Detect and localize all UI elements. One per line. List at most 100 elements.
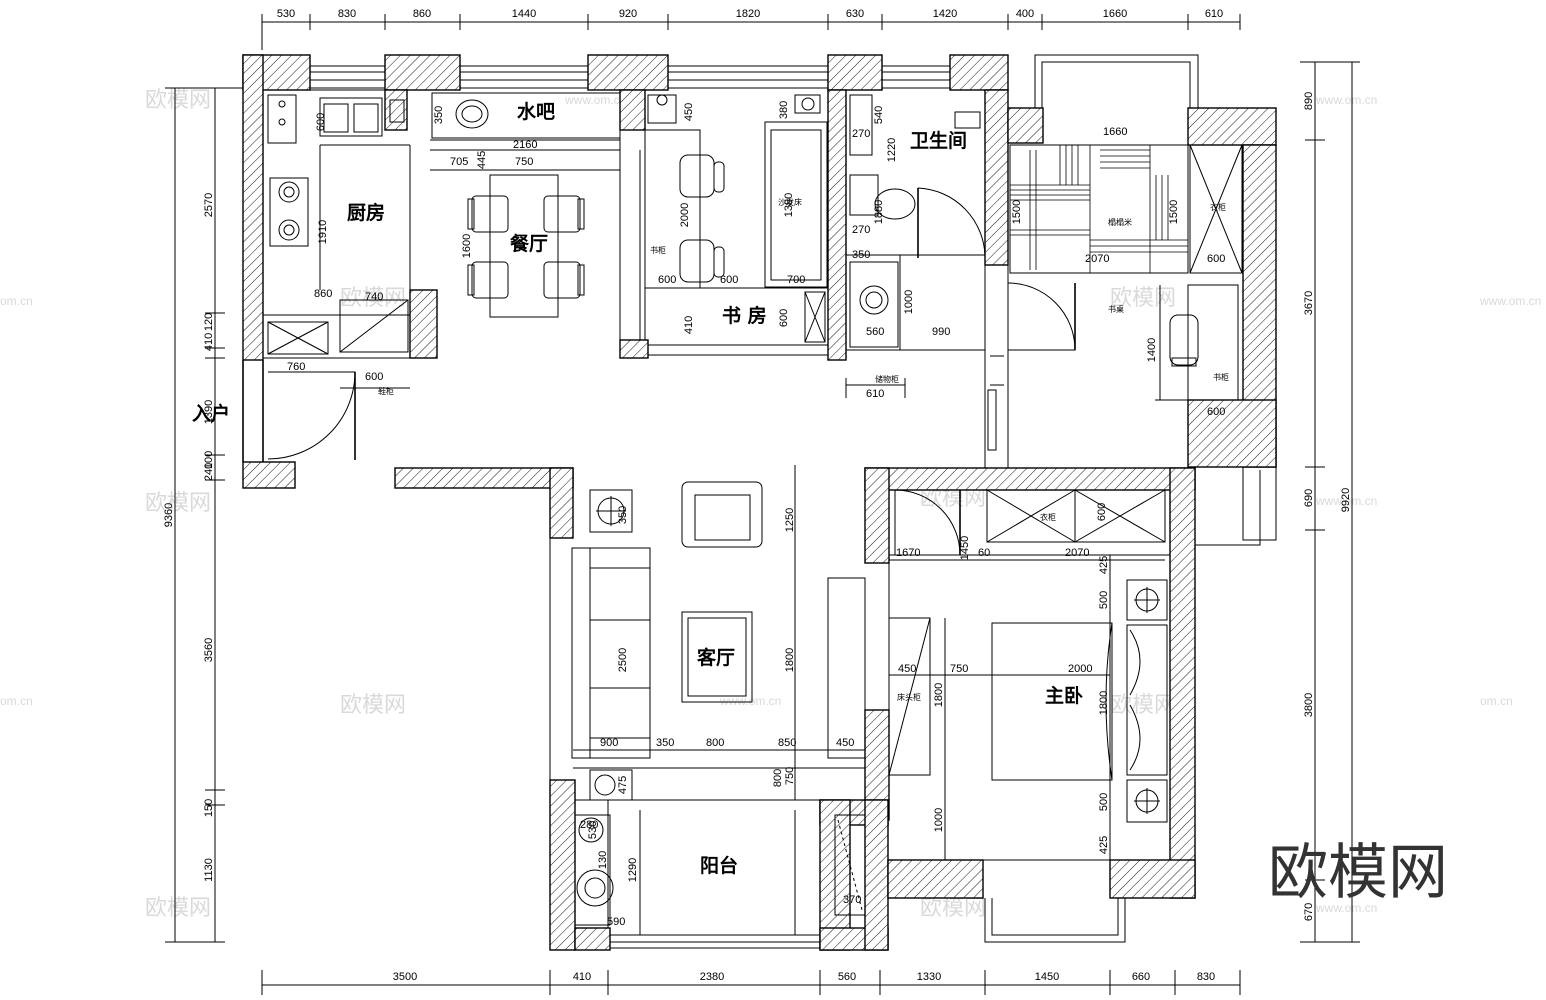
dim-label: 540 — [873, 106, 885, 124]
chair-icon — [467, 261, 509, 299]
dim-label: 500 — [1098, 591, 1110, 609]
dim-label: 2160 — [513, 139, 537, 151]
dim-label: 1380 — [783, 193, 795, 217]
dim-label: 9360 — [163, 503, 175, 527]
dim-label: 2000 — [1068, 663, 1092, 675]
dim-label: 670 — [1303, 903, 1315, 921]
tatami-door-swing — [1007, 282, 1076, 351]
dim-label: 1440 — [512, 8, 536, 20]
dim-label: 9920 — [1340, 488, 1352, 512]
dim-label: 2070 — [1065, 547, 1089, 559]
dim-label: 530 — [587, 821, 599, 839]
label-sofa-bed: 沙发床 — [778, 197, 802, 207]
dim-label: 750 — [950, 663, 968, 675]
dim-label: 690 — [1303, 489, 1315, 507]
chair-icon — [467, 195, 509, 233]
dim-label: 700 — [787, 274, 805, 286]
shoe-cabinet-icon — [267, 321, 329, 355]
label-study-desk: 书桌 — [1108, 304, 1124, 314]
balcony-label: 阳台 — [700, 854, 738, 877]
dim-label: 410 — [203, 333, 215, 351]
nightstand — [1126, 779, 1168, 823]
watermark-url: om.cn — [0, 294, 33, 308]
top-dimension-line: 530 830 860 1440 920 1820 630 1420 400 1… — [261, 8, 1241, 50]
bedroom-door-swing — [894, 489, 961, 556]
watermark-text: 欧模网 — [145, 491, 211, 516]
dim-label: 3670 — [1303, 291, 1315, 315]
water-bar-label: 水吧 — [517, 101, 555, 123]
chair-icon — [679, 154, 725, 198]
dining-table — [489, 174, 559, 318]
dim-label: 1820 — [736, 8, 760, 20]
dim-label: 600 — [365, 371, 383, 383]
watermark-text: 欧模网 — [145, 896, 211, 921]
washer-rack — [574, 814, 611, 926]
dim-label: 350 — [617, 506, 629, 524]
dim-label: 425 — [1098, 836, 1110, 854]
watermark-layer: 欧模网 www.om.cn www.om.cn om.cn 欧模网 欧模网 ww… — [0, 88, 1541, 921]
basin-icon — [455, 99, 489, 129]
dim-label: 450 — [898, 663, 916, 675]
label-wardrobe: 衣柜 — [1040, 512, 1056, 522]
entry-door-swing — [267, 371, 356, 460]
dim-label: 450 — [683, 103, 695, 121]
dim-label: 610 — [866, 388, 884, 400]
desk — [644, 129, 701, 289]
toilet-tank — [849, 174, 879, 216]
watermark-url: www.om.cn — [1315, 93, 1377, 107]
dim-label: 800 — [772, 769, 784, 787]
balcony-area: 阳台 1290 370 280 130 590 530 — [574, 814, 866, 928]
dim-label: 400 — [1016, 8, 1034, 20]
dim-label: 280 — [580, 819, 598, 831]
dim-label: 1390 — [203, 400, 215, 424]
doors — [267, 187, 1076, 556]
dim-label: 610 — [1205, 8, 1223, 20]
watermark-text: 欧模网 — [340, 693, 406, 718]
dim-label: 2380 — [700, 971, 724, 983]
storage-cabinet — [834, 814, 866, 916]
sofa — [571, 547, 651, 759]
dim-label: 600 — [315, 113, 327, 131]
dim-label: 600 — [658, 274, 676, 286]
dim-label: 830 — [338, 8, 356, 20]
dim-label: 530 — [277, 8, 295, 20]
dim-label: 590 — [607, 916, 625, 928]
dim-label: 1130 — [203, 858, 215, 882]
dim-label: 600 — [1207, 406, 1225, 418]
chair-icon — [679, 239, 725, 283]
dim-label: 1800 — [1098, 691, 1110, 715]
dim-label: 560 — [866, 326, 884, 338]
tatami — [1009, 144, 1189, 274]
dim-label: 1220 — [886, 138, 898, 162]
label-tatami: 榻榻米 — [1108, 217, 1132, 227]
dim-label: 1330 — [917, 971, 941, 983]
dim-label: 600 — [720, 274, 738, 286]
dim-label: 475 — [617, 776, 629, 794]
dim-label: 350 — [433, 106, 445, 124]
dim-label: 740 — [365, 291, 383, 303]
watermark-url: www.om.cn — [1479, 294, 1541, 308]
vanity — [849, 261, 899, 348]
brand-watermark: 欧模网 — [1268, 838, 1448, 908]
dim-label: 1420 — [933, 8, 957, 20]
dim-label: 1290 — [627, 858, 639, 882]
label-bookcase: 书柜 — [1213, 372, 1229, 382]
washer-icon — [576, 869, 614, 907]
watermark-text: 欧模网 — [340, 286, 406, 311]
dim-label: 410 — [573, 971, 591, 983]
dim-label: 1800 — [784, 648, 796, 672]
dim-label: 1450 — [1035, 971, 1059, 983]
desk — [1187, 284, 1239, 401]
dim-label: 410 — [683, 316, 695, 334]
study-area: 书 房 书柜 沙发床 450 2000 600 600 410 600 380 … — [644, 94, 828, 343]
dim-label: 1800 — [933, 683, 945, 707]
water-bar-counter — [431, 92, 621, 139]
dim-label: 2070 — [1085, 253, 1109, 265]
watermark-url: www.om.cn — [719, 694, 781, 708]
dim-label: 860 — [314, 288, 332, 300]
toilet-icon — [874, 188, 916, 220]
wardrobe — [1189, 144, 1243, 274]
dim-label: 270 — [852, 224, 870, 236]
dim-label: 500 — [1098, 793, 1110, 811]
dim-label: 380 — [778, 101, 790, 119]
